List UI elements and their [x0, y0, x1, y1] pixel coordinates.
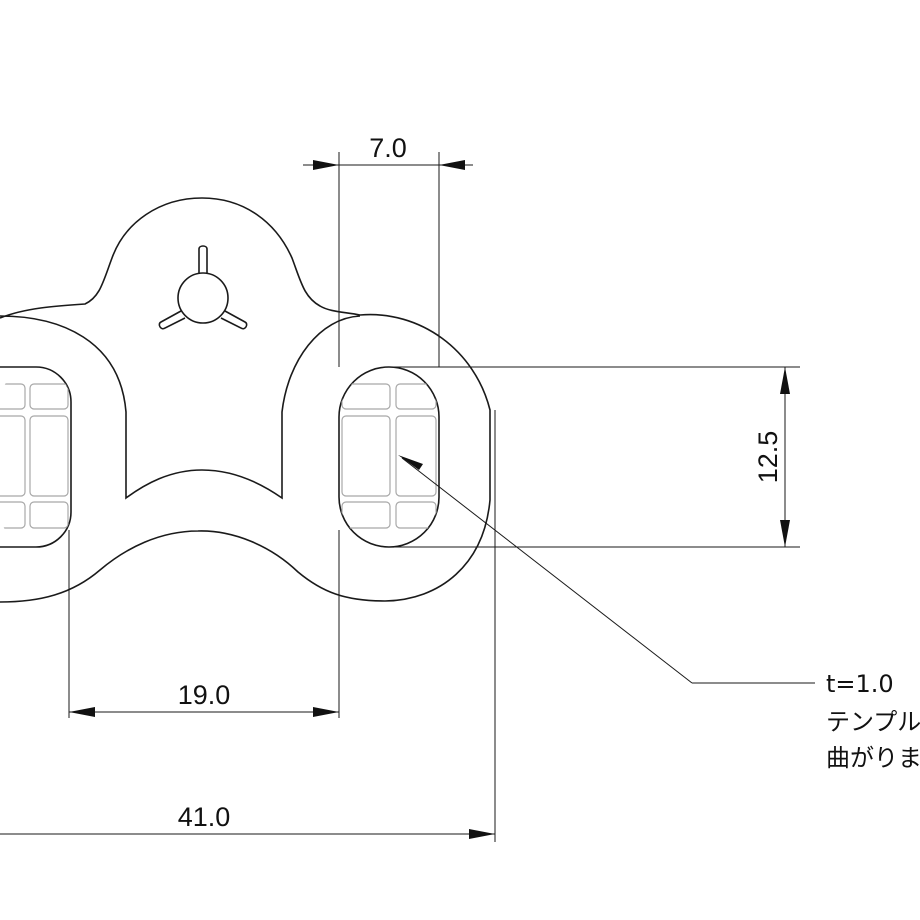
- note-thickness: t=1.0: [826, 670, 894, 698]
- note-line-2: テンプル: [826, 708, 920, 736]
- dimension-41-0: 41.0: [0, 410, 496, 842]
- hanger-hole-icon: [158, 245, 248, 330]
- note-leader: [398, 455, 815, 684]
- left-slot: [0, 366, 72, 548]
- left-slot-grid: [0, 383, 69, 529]
- dimension-7-0: 7.0: [303, 133, 473, 367]
- part-outline: [0, 197, 491, 603]
- right-slot-grid: [341, 383, 437, 529]
- dim-hole-pitch: 19.0: [178, 680, 231, 710]
- note: t=1.0 テンプル 曲がりま: [826, 670, 920, 772]
- dim-top-width: 7.0: [369, 133, 407, 163]
- note-line-3: 曲がりま: [826, 744, 920, 772]
- dimension-12-5: 12.5: [390, 366, 800, 548]
- dim-overall-width: 41.0: [178, 802, 231, 832]
- right-slot: [338, 366, 440, 548]
- dimension-19-0: 19.0: [68, 530, 340, 718]
- dim-slot-height: 12.5: [753, 431, 783, 484]
